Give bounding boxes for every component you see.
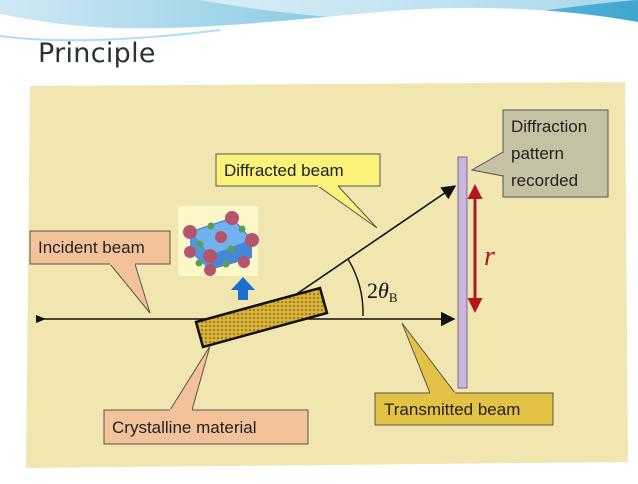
- diagram-background: [26, 82, 628, 468]
- crystal-lattice-image: [178, 206, 259, 276]
- incident-beam-label: Incident beam: [38, 238, 145, 257]
- up-arrow-icon: [231, 277, 255, 300]
- callout-transmitted-beam: Transmitted beam: [374, 322, 554, 426]
- angle-label: 2θB: [367, 278, 398, 305]
- crystal-slab: [194, 286, 329, 349]
- callout-crystalline-material: Crystalline material: [103, 345, 309, 445]
- angle-subscript: B: [389, 290, 398, 305]
- angle-arc: [347, 258, 364, 317]
- diffracted-beam-label: Diffracted beam: [224, 161, 344, 180]
- crystalline-material-label: Crystalline material: [112, 418, 257, 437]
- transmitted-beam-label: Transmitted beam: [384, 400, 520, 419]
- callout-incident-beam: Incident beam: [29, 230, 171, 314]
- diffraction-label-line1: Diffraction: [511, 117, 587, 136]
- slide-title: Principle: [38, 38, 156, 69]
- callout-diffraction-pattern: Diffraction pattern recorded: [470, 109, 609, 198]
- header-wave: [0, 0, 638, 42]
- r-label: r: [484, 241, 495, 272]
- callout-diffracted-beam: Diffracted beam: [215, 153, 381, 229]
- angle-number: 2: [367, 278, 378, 303]
- diffraction-label-line2: pattern: [511, 144, 564, 163]
- beam-tail: [36, 315, 46, 323]
- detector-screen: [457, 156, 468, 389]
- angle-theta: θ: [378, 278, 389, 303]
- diffraction-label-line3: recorded: [511, 171, 578, 190]
